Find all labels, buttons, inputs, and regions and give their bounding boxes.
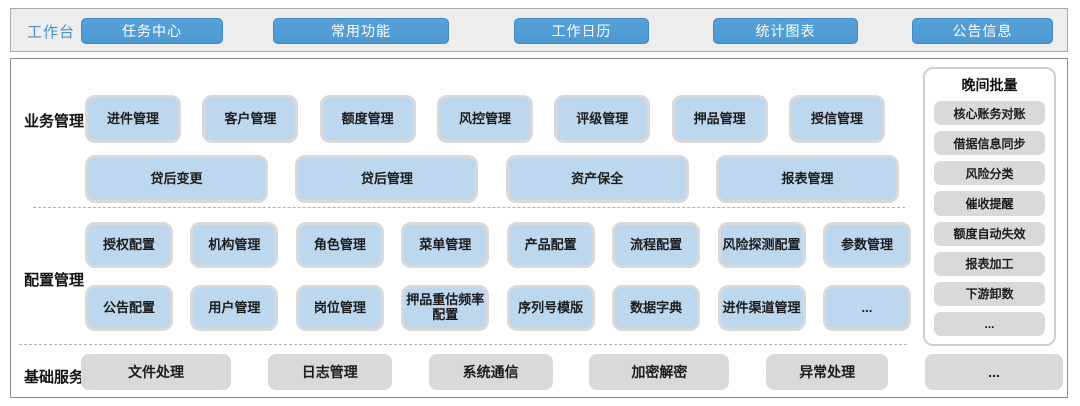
module-tile[interactable]: 流程配置 — [612, 222, 701, 268]
main-panel: 业务管理 进件管理客户管理额度管理风控管理评级管理押品管理授信管理 贷后变更贷后… — [10, 58, 1068, 398]
module-tile[interactable]: 用户管理 — [190, 285, 279, 331]
service-tile[interactable]: 文件处理 — [81, 354, 231, 390]
night-batch-item[interactable]: ... — [934, 311, 1045, 336]
service-tile[interactable]: 日志管理 — [267, 354, 392, 390]
night-batch-item[interactable]: 额度自动失效 — [934, 221, 1045, 246]
section-divider — [19, 344, 907, 345]
section-label-base: 基础服务 — [23, 369, 84, 386]
module-tile[interactable]: 序列号模版 — [506, 285, 595, 331]
service-tile[interactable]: 异常处理 — [766, 354, 889, 390]
workbench-button[interactable]: 工作日历 — [514, 18, 649, 44]
workbench-buttons: 任务中心 常用功能 工作日历 统计图表 公告信息 — [11, 9, 1067, 51]
module-tile[interactable]: 数据字典 — [612, 285, 701, 331]
module-tile[interactable]: 额度管理 — [319, 95, 416, 143]
module-tile[interactable]: 产品配置 — [506, 222, 595, 268]
night-batch-panel: 晚间批量 核心账务对账借据信息同步风险分类催收提醒额度自动失效报表加工下游卸数.… — [923, 67, 1056, 346]
night-batch-item[interactable]: 催收提醒 — [934, 191, 1045, 216]
base-services-row: 文件处理日志管理系统通信加密解密异常处理... — [81, 354, 1063, 390]
section-label-business: 业务管理 — [23, 113, 84, 130]
night-batch-item[interactable]: 借据信息同步 — [934, 131, 1045, 156]
module-tile[interactable]: 报表管理 — [715, 155, 899, 203]
module-tile[interactable]: 角色管理 — [295, 222, 384, 268]
module-tile[interactable]: 押品管理 — [671, 95, 768, 143]
module-tile[interactable]: 参数管理 — [822, 222, 911, 268]
module-tile[interactable]: 进件管理 — [85, 95, 181, 143]
section-label-config: 配置管理 — [23, 272, 84, 289]
module-tile[interactable]: 岗位管理 — [295, 285, 384, 331]
night-batch-item[interactable]: 风险分类 — [934, 161, 1045, 186]
module-tile[interactable]: 资产保全 — [505, 155, 689, 203]
night-batch-item[interactable]: 核心账务对账 — [934, 101, 1045, 126]
night-batch-item[interactable]: 下游卸数 — [934, 281, 1045, 306]
module-tile[interactable]: ... — [822, 285, 911, 331]
module-tile[interactable]: 风控管理 — [436, 95, 533, 143]
section-divider — [33, 207, 905, 208]
business-row-2: 贷后变更贷后管理资产保全报表管理 — [85, 155, 899, 203]
module-tile[interactable]: 机构管理 — [190, 222, 279, 268]
module-tile[interactable]: 客户管理 — [202, 95, 299, 143]
config-row-2: 公告配置用户管理岗位管理押品重估频率配置序列号模版数据字典进件渠道管理... — [85, 285, 911, 331]
module-tile[interactable]: 授权配置 — [85, 222, 173, 268]
module-tile[interactable]: 贷后变更 — [85, 155, 268, 203]
module-tile[interactable]: 授信管理 — [788, 95, 885, 143]
workbench-button[interactable]: 常用功能 — [273, 18, 449, 44]
night-batch-title: 晚间批量 — [961, 77, 1018, 93]
workbench-label: 工作台 — [27, 23, 76, 41]
module-tile[interactable]: 公告配置 — [85, 285, 173, 331]
module-tile[interactable]: 评级管理 — [554, 95, 651, 143]
service-tile[interactable]: ... — [924, 354, 1063, 390]
service-tile[interactable]: 系统通信 — [428, 354, 553, 390]
module-tile[interactable]: 菜单管理 — [401, 222, 490, 268]
business-row-1: 进件管理客户管理额度管理风控管理评级管理押品管理授信管理 — [85, 95, 885, 143]
module-tile[interactable]: 进件渠道管理 — [717, 285, 806, 331]
workbench-button[interactable]: 统计图表 — [713, 18, 858, 44]
module-tile[interactable]: 押品重估频率配置 — [401, 285, 490, 331]
module-tile[interactable]: 贷后管理 — [295, 155, 479, 203]
service-tile[interactable]: 加密解密 — [589, 354, 730, 390]
workbench-button[interactable]: 任务中心 — [81, 18, 223, 44]
module-tile[interactable]: 风险探测配置 — [717, 222, 806, 268]
workbench-button[interactable]: 公告信息 — [912, 18, 1053, 44]
config-row-1: 授权配置机构管理角色管理菜单管理产品配置流程配置风险探测配置参数管理 — [85, 222, 911, 268]
night-batch-item[interactable]: 报表加工 — [934, 251, 1045, 276]
workbench-bar: 工作台 任务中心 常用功能 工作日历 统计图表 公告信息 — [10, 8, 1068, 52]
